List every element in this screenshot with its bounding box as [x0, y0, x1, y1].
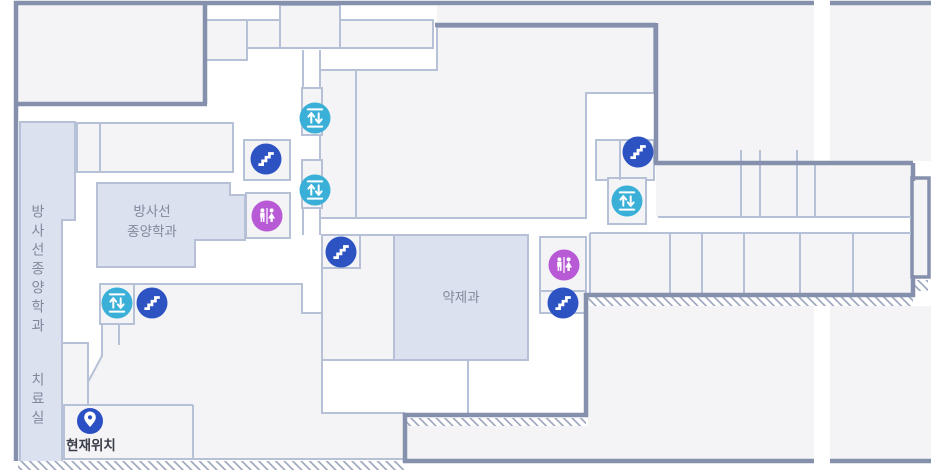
- stairs-icon[interactable]: [622, 136, 654, 168]
- hatch-bottom-left: [18, 461, 404, 470]
- treatment-room-label: 방사선종양학과 치료실: [27, 204, 49, 429]
- outer-walls: [13, 0, 931, 464]
- room-left-mid: [76, 122, 234, 173]
- interior-walls: [88, 50, 911, 459]
- elevator-circle: [101, 287, 133, 319]
- wing-bottom-row: [588, 233, 913, 295]
- wing-top-row: [656, 165, 913, 217]
- restroom-icon[interactable]: [251, 200, 283, 232]
- radiation-oncology-label-line1: 방사선: [133, 204, 170, 219]
- floor-areas: [18, 4, 931, 463]
- room-top-small: [204, 19, 248, 61]
- elevator-icon[interactable]: [299, 174, 331, 206]
- elevator-icon[interactable]: [101, 287, 133, 319]
- stairs-icon[interactable]: [547, 287, 579, 319]
- current-location-label: 현재위치: [66, 438, 116, 453]
- restroom-icon[interactable]: [548, 249, 580, 281]
- elevator-icon[interactable]: [299, 102, 331, 134]
- room-top-left: [18, 5, 203, 102]
- hatch-mid: [407, 418, 586, 426]
- pharmacy-label: 약제과: [442, 290, 479, 305]
- radiation-oncology-label-line2: 종양학과: [127, 224, 177, 239]
- stairs-icon[interactable]: [136, 287, 168, 319]
- current-location-pin-icon[interactable]: [77, 408, 103, 434]
- wing-bump-out: [910, 176, 931, 279]
- room-pharmacy: [393, 234, 529, 361]
- elevator-icon[interactable]: [611, 185, 643, 217]
- pin-hole: [87, 415, 93, 420]
- stairs-icon[interactable]: [250, 143, 282, 175]
- room-bottom-center: [407, 306, 814, 459]
- room-top-mid-upper: [279, 4, 341, 49]
- elevator-circle: [299, 174, 331, 206]
- hatched-wall-bands: [18, 280, 928, 470]
- room-center-hall: [319, 26, 655, 219]
- map-markers: [77, 102, 654, 434]
- hatch-wing: [588, 297, 913, 306]
- stairs-icon[interactable]: [325, 236, 357, 268]
- room-top-far-right: [830, 5, 931, 161]
- room-top-right-large: [437, 6, 814, 161]
- hatch-bump: [913, 280, 928, 291]
- treatment-room-label-line1: 방사선종양학과: [30, 204, 46, 337]
- treatment-room-label-line2: 치료실: [30, 372, 46, 429]
- elevator-circle: [611, 185, 643, 217]
- room-bottom-right: [830, 306, 931, 459]
- room-radiation-oncology: [96, 182, 246, 268]
- elevator-circle: [299, 102, 331, 134]
- strip-annex: [61, 342, 89, 406]
